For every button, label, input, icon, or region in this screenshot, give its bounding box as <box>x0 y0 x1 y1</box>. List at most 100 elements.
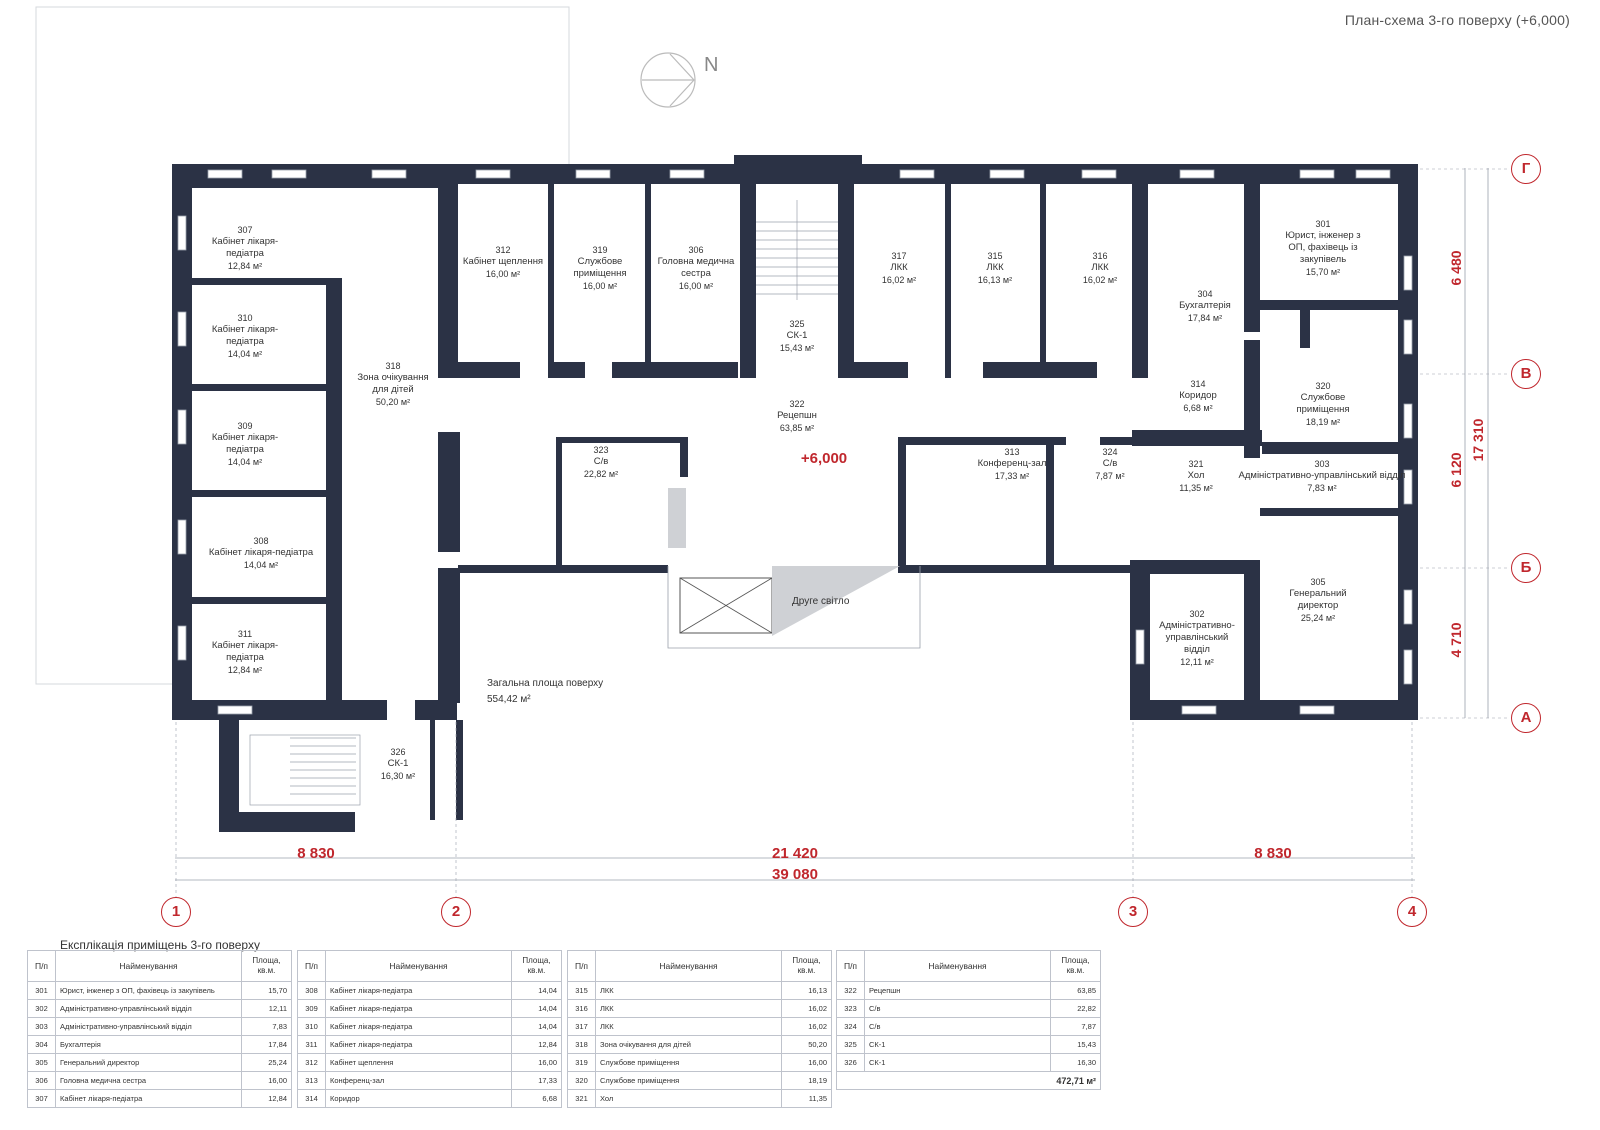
interior-wall <box>983 362 1097 378</box>
north-arrow-icon <box>640 52 696 108</box>
exterior-wall <box>172 700 387 720</box>
room-name: С/в <box>1102 458 1118 469</box>
cell-number: 306 <box>27 1071 56 1090</box>
exterior-wall <box>1398 164 1418 720</box>
cell-area: 16,13 <box>781 981 832 1000</box>
cell-number: 319 <box>567 1053 596 1072</box>
cell-number: 303 <box>27 1017 56 1036</box>
room-number: 324 <box>1102 447 1118 457</box>
room-area: 16,02 м² <box>1082 275 1118 285</box>
room-name: Службове <box>1300 392 1346 403</box>
floor-total-label: Загальна площа поверху <box>487 678 604 689</box>
room-area: 25,24 м² <box>1300 613 1336 623</box>
interior-wall <box>1040 184 1046 378</box>
cell-name: Генеральний директор <box>55 1053 242 1072</box>
interior-wall <box>192 182 442 188</box>
room-number: 309 <box>237 421 253 431</box>
room-area: 15,70 м² <box>1305 267 1341 277</box>
window <box>1299 705 1335 715</box>
window <box>177 409 187 445</box>
interior-wall <box>945 184 951 378</box>
cell-name: Кабінет лікаря-педіатра <box>325 999 512 1018</box>
cell-area: 22,82 <box>1050 999 1101 1018</box>
room-area: 22,82 м² <box>583 469 619 479</box>
cell-number: 322 <box>836 981 865 1000</box>
window <box>177 519 187 555</box>
room-area: 17,84 м² <box>1187 313 1223 323</box>
cell-area: 14,04 <box>511 999 562 1018</box>
cell-number: 302 <box>27 999 56 1018</box>
room-name: сестра <box>681 268 711 279</box>
interior-wall <box>1244 560 1260 700</box>
room-name: Службове <box>577 256 623 267</box>
room-name: Конференц-зал <box>977 458 1047 469</box>
interior-wall <box>1046 437 1054 572</box>
cell-number: 318 <box>567 1035 596 1054</box>
gallery-outline <box>667 566 921 649</box>
column-header-num: П/п <box>836 950 865 982</box>
room-area: 63,85 м² <box>779 423 815 433</box>
room-number: 303 <box>1314 459 1330 469</box>
window <box>575 169 611 179</box>
column-header-num: П/п <box>297 950 326 982</box>
window <box>177 625 187 661</box>
cell-number: 321 <box>567 1089 596 1108</box>
interior-wall <box>1132 430 1262 446</box>
cell-number: 307 <box>27 1089 56 1108</box>
room-name: Кабінет лікаря- <box>211 432 279 443</box>
cell-number: 311 <box>297 1035 326 1054</box>
cell-name: Головна медична сестра <box>55 1071 242 1090</box>
room-area: 11,35 м² <box>1179 483 1213 493</box>
room-name: приміщення <box>1296 404 1350 415</box>
cell-name: Кабінет щеплення <box>325 1053 512 1072</box>
room-area: 16,00 м² <box>485 269 521 279</box>
room-number: 302 <box>1189 609 1205 619</box>
stair-outline <box>249 734 361 806</box>
room-number: 311 <box>237 629 253 639</box>
window <box>1135 629 1145 665</box>
room-name: Юрист, інженер з <box>1285 230 1361 241</box>
interior-wall <box>326 278 342 700</box>
cell-name: Зона очікування для дітей <box>595 1035 782 1054</box>
column-header-name: Найменування <box>864 950 1051 982</box>
window <box>1403 649 1413 685</box>
cell-area: 6,68 <box>511 1089 562 1108</box>
column-header-area: Площа, кв.м. <box>1050 950 1101 982</box>
room-name: Кабінет щеплення <box>462 256 544 267</box>
interior-wall <box>1300 310 1310 348</box>
interior-wall <box>458 362 520 378</box>
floor-total-value: 554,42 м² <box>487 694 531 705</box>
interior-wall <box>612 362 738 378</box>
room-number: 316 <box>1092 251 1108 261</box>
interior-wall <box>556 437 688 443</box>
interior-wall <box>192 278 342 285</box>
cell-area: 12,11 <box>241 999 292 1018</box>
room-area: 14,04 м² <box>227 457 263 467</box>
axis-bubble-1: 1 <box>161 897 191 927</box>
room-name: Кабінет лікаря- <box>211 236 279 247</box>
interior-wall <box>1100 437 1146 445</box>
cell-area: 17,84 <box>241 1035 292 1054</box>
cell-name: ЛКК <box>595 981 782 1000</box>
room-number: 317 <box>891 251 907 261</box>
room-number: 308 <box>253 536 269 546</box>
room-area: 15,43 м² <box>779 343 815 353</box>
cell-name: Коридор <box>325 1089 512 1108</box>
window <box>177 311 187 347</box>
cell-number: 326 <box>836 1053 865 1072</box>
second-light-label: Друге світло <box>792 596 850 607</box>
room-name: Рецепшн <box>777 410 817 421</box>
shaft <box>668 488 686 548</box>
room-number: 326 <box>390 747 406 757</box>
